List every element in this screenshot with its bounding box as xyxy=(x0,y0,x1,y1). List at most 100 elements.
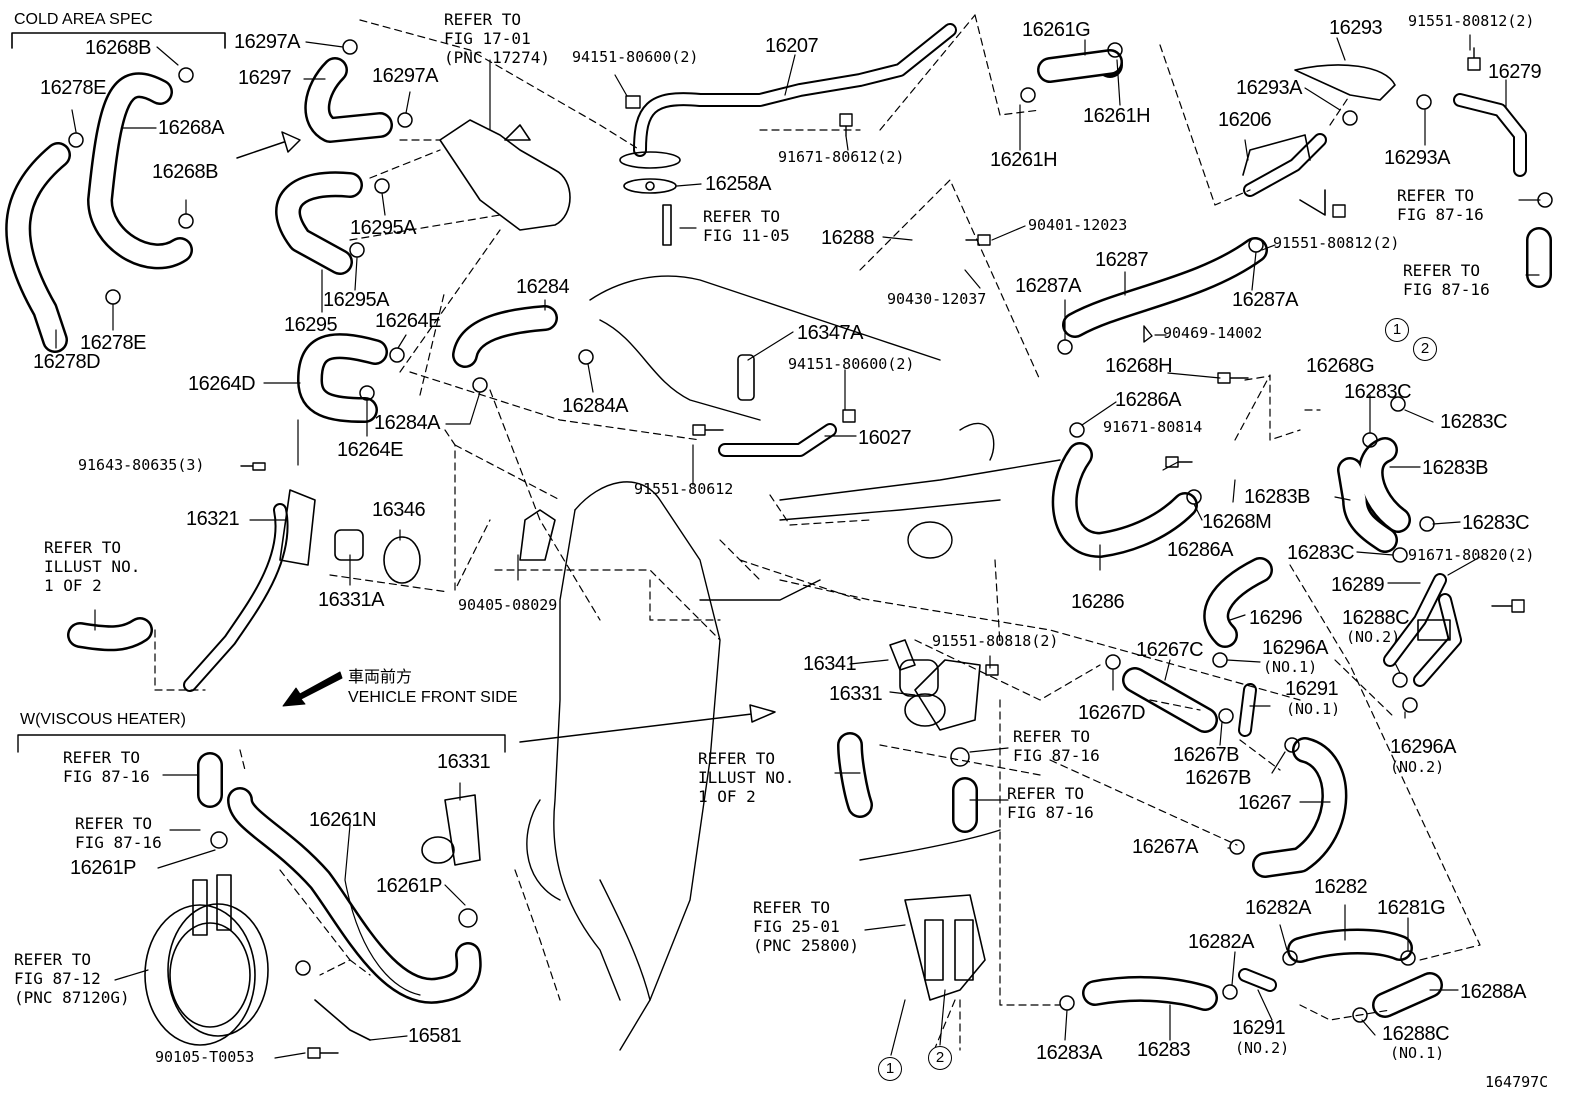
ref-illust-no: REFER TO ILLUST NO. 1 OF 2 xyxy=(44,538,141,595)
part-label: 16267D xyxy=(1078,702,1146,724)
ref-fig-87-16: REFER TO FIG 87-16 xyxy=(75,814,162,852)
engine-outline xyxy=(526,275,1061,1051)
part-label: 16331 xyxy=(437,751,491,773)
part-label: 91551-80612 xyxy=(634,480,734,498)
vehicle-front-arrow xyxy=(282,671,343,707)
part-label: 16267C xyxy=(1136,639,1204,661)
part-label: 16287A xyxy=(1015,275,1081,297)
part-label: 16288A xyxy=(1460,981,1526,1003)
leader-lines xyxy=(55,34,1541,1059)
part-label: 16297A xyxy=(372,65,438,87)
part-label: (NO.2) xyxy=(1346,628,1401,646)
ref-fig-17-01: REFER TO FIG 17-01 (PNC 17274) xyxy=(444,10,550,67)
ref-fig-87-16: REFER TO FIG 87-16 xyxy=(1013,727,1100,765)
part-label: 16282A xyxy=(1188,931,1254,953)
part-label: 16291 xyxy=(1232,1017,1286,1039)
part-label: 16268G xyxy=(1306,355,1375,377)
part-label: 91551-80812(2) xyxy=(1408,12,1535,30)
ref-fig-87-16: REFER TO FIG 87-16 xyxy=(63,748,150,786)
part-label: 16261H xyxy=(990,149,1058,171)
part-label: 16282 xyxy=(1314,876,1368,898)
part-label: 16295A xyxy=(323,289,389,311)
part-label: 16296 xyxy=(1249,607,1303,629)
part-label: 16291 xyxy=(1285,678,1339,700)
part-label: 16331A xyxy=(318,589,384,611)
part-label: 16283C xyxy=(1344,381,1412,403)
part-label: 16206 xyxy=(1218,109,1272,131)
ref-fig-87-16: REFER TO FIG 87-16 xyxy=(1007,784,1094,822)
arrows xyxy=(236,131,776,743)
callout-circle-1: 1 xyxy=(1385,318,1409,342)
bolts xyxy=(240,47,1525,1059)
part-label: 16278D xyxy=(33,351,101,373)
callout-circle-2: 2 xyxy=(1413,337,1437,361)
part-label: 90469-14002 xyxy=(1163,324,1263,342)
part-label: 16286A xyxy=(1167,539,1233,561)
part-label: 91643-80635(3) xyxy=(78,456,205,474)
part-label: 16293 xyxy=(1329,17,1383,39)
part-label: 16581 xyxy=(408,1025,462,1047)
part-label: 16258A xyxy=(705,173,771,195)
part-label: 16268B xyxy=(85,37,151,59)
part-label: 16286 xyxy=(1071,591,1125,613)
ref-fig-25-01: REFER TO FIG 25-01 (PNC 25800) xyxy=(753,898,859,955)
part-label: (NO.2) xyxy=(1235,1039,1290,1057)
part-label: 16261H xyxy=(1083,105,1151,127)
part-label: 16284A xyxy=(374,412,440,434)
part-label: 90105-T0053 xyxy=(155,1048,255,1066)
callout-circle-2: 2 xyxy=(928,1046,952,1070)
part-label: 16283 xyxy=(1137,1039,1191,1061)
vehicle-front-jp: 車両前方 xyxy=(348,669,413,686)
part-label: 16347A xyxy=(797,322,863,344)
part-label: 16288C xyxy=(1382,1023,1450,1045)
part-label: 16288 xyxy=(821,227,875,249)
part-label: 91551-80818(2) xyxy=(932,632,1059,650)
part-label: 16283C xyxy=(1440,411,1508,433)
part-label: 90430-12037 xyxy=(887,290,987,308)
part-label: 16261N xyxy=(309,809,377,831)
part-label: 16297 xyxy=(238,67,292,89)
hose-cores xyxy=(7,51,1550,1016)
part-label: (NO.1) xyxy=(1390,1044,1445,1062)
part-label: (NO.1) xyxy=(1263,658,1318,676)
part-label: 16284 xyxy=(516,276,570,298)
part-label: 90405-08029 xyxy=(458,596,558,614)
part-label: 90401-12023 xyxy=(1028,216,1128,234)
part-label: 16293A xyxy=(1236,77,1302,99)
part-label: 16297A xyxy=(234,31,300,53)
part-label: 16283C xyxy=(1462,512,1530,534)
part-label: 16282A xyxy=(1245,897,1311,919)
part-label: 16268B xyxy=(152,161,218,183)
viscous-heater-title: W(VISCOUS HEATER) xyxy=(20,711,186,728)
part-label: 16267 xyxy=(1238,792,1292,814)
part-label: 16264E xyxy=(337,439,403,461)
ref-fig-87-16: REFER TO FIG 87-16 xyxy=(1403,261,1490,299)
part-label: 94151-80600(2) xyxy=(788,355,915,373)
part-label: 16261P xyxy=(376,875,442,897)
components xyxy=(144,64,1451,1046)
part-label: 16261G xyxy=(1022,19,1091,41)
part-label: 91671-80612(2) xyxy=(778,148,905,166)
part-label: 16268H xyxy=(1105,355,1173,377)
viscous-bracket xyxy=(17,734,506,753)
cold-area-bracket xyxy=(11,32,226,49)
part-label: 16346 xyxy=(372,499,426,521)
part-label: 16295 xyxy=(284,314,338,336)
part-label: 16289 xyxy=(1331,574,1385,596)
part-label: 16287 xyxy=(1095,249,1149,271)
part-label: 16207 xyxy=(765,35,819,57)
part-label: 16286A xyxy=(1115,389,1181,411)
ref-fig-11-05: REFER TO FIG 11-05 xyxy=(703,207,790,245)
part-label: 16283C xyxy=(1287,542,1355,564)
part-label: 16293A xyxy=(1384,147,1450,169)
part-label: 16283B xyxy=(1244,486,1310,508)
part-label: 91671-80820(2) xyxy=(1408,546,1535,564)
part-label: 16281G xyxy=(1377,897,1446,919)
part-label: 16287A xyxy=(1232,289,1298,311)
part-label: 16295A xyxy=(350,217,416,239)
part-label: 91551-80812(2) xyxy=(1273,234,1400,252)
part-label: 16341 xyxy=(803,653,857,675)
dashed-lines xyxy=(154,14,1481,1061)
